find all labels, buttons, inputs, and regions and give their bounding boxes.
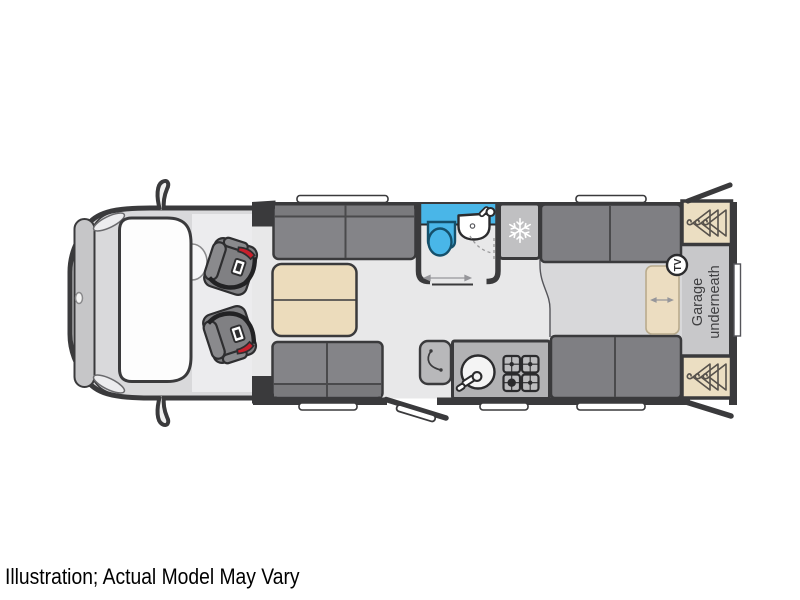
svg-text:Garage: Garage xyxy=(690,278,706,326)
svg-text:TV: TV xyxy=(673,258,684,271)
svg-text:underneath: underneath xyxy=(707,265,723,338)
